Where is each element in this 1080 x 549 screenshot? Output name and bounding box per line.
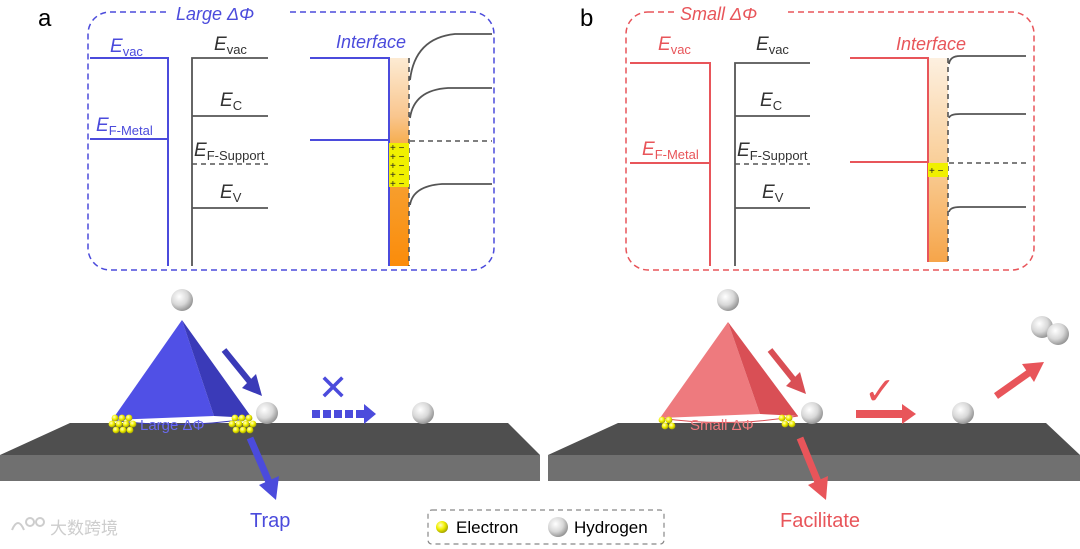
- panel-letter: a: [38, 5, 52, 32]
- hydrogen-atom: [717, 289, 739, 311]
- watermark-logo-icon: [11, 517, 45, 531]
- ec-label: EC: [220, 90, 242, 113]
- panel-letter: b: [580, 5, 593, 32]
- pyramid-label: Large ΔΦ: [140, 417, 205, 434]
- ev-label: EV: [762, 182, 784, 205]
- legend-electron: Electron: [456, 518, 518, 537]
- ef-support-label: EF-Support: [194, 140, 265, 163]
- box-title: Small ΔΦ: [680, 4, 757, 24]
- desorption-arrow: [993, 362, 1044, 399]
- ev-label: EV: [220, 182, 242, 205]
- evac-support-label: Evac: [756, 34, 789, 57]
- hydrogen-atom: [801, 402, 823, 424]
- interface-label: Interface: [336, 32, 406, 52]
- charge-region: [389, 143, 409, 187]
- electron-cluster: [108, 414, 137, 434]
- electron-legend-icon: [436, 521, 448, 533]
- charge-pair: + −: [390, 143, 405, 154]
- migration-arrow: [856, 404, 916, 424]
- electron-cluster: [228, 414, 257, 434]
- energy-box: [87, 11, 495, 271]
- charge-pair: + −: [390, 161, 405, 172]
- charge-pair: + −: [390, 179, 405, 190]
- ec-label: EC: [760, 90, 782, 113]
- hydrogen-legend-icon: [548, 517, 568, 537]
- hydrogen-atom: [952, 402, 974, 424]
- outcome-label: Trap: [250, 510, 290, 532]
- metal-pyramid: [660, 322, 760, 418]
- spillover-arrow: [767, 348, 806, 394]
- facilitate-arrow: [796, 436, 828, 500]
- ef-metal-label: EF-Metal: [642, 139, 699, 162]
- hydrogen-atom: [256, 402, 278, 424]
- interface-region: [928, 58, 948, 262]
- evac-metal-label: Evac: [110, 36, 143, 59]
- hydrogen-atom: [412, 402, 434, 424]
- charge-pair: + −: [929, 166, 944, 177]
- watermark: 大数跨境: [11, 517, 118, 538]
- panel-a: a Large ΔΦ Evac EF-Metal Evac EC EF-Supp…: [0, 2, 540, 532]
- blocked-mark: ✕: [318, 367, 348, 408]
- electron-cluster: [778, 414, 796, 428]
- ef-metal-label: EF-Metal: [96, 115, 153, 138]
- charge-pair: + −: [390, 152, 405, 163]
- blocked-migration-arrow: [312, 404, 376, 424]
- charge-region: [928, 163, 948, 177]
- metal-pyramid: [112, 320, 214, 420]
- support-slab: [548, 423, 1080, 455]
- trap-arrow: [246, 436, 279, 500]
- allowed-mark: ✓: [864, 371, 896, 413]
- interface-label: Interface: [896, 34, 966, 54]
- energy-box: [625, 11, 1035, 271]
- hydrogen-atom: [171, 289, 193, 311]
- pyramid-label: Small ΔΦ: [690, 417, 754, 434]
- hydrogen-molecule: [1031, 316, 1069, 345]
- watermark-text: 大数跨境: [50, 519, 118, 538]
- support-slab: [0, 423, 540, 455]
- evac-metal-label: Evac: [658, 34, 691, 57]
- box-title: Large ΔΦ: [176, 4, 254, 24]
- evac-support-label: Evac: [214, 34, 247, 57]
- outcome-label: Facilitate: [780, 510, 860, 532]
- electron-cluster: [658, 416, 676, 430]
- panel-b: b Small ΔΦ Evac EF-Metal Evac EC EF-Supp…: [548, 2, 1080, 532]
- legend-hydrogen: Hydrogen: [574, 518, 648, 537]
- legend: Electron Hydrogen: [427, 509, 665, 545]
- spillover-arrow: [221, 348, 262, 396]
- charge-pair: + −: [390, 170, 405, 181]
- ef-support-label: EF-Support: [737, 140, 808, 163]
